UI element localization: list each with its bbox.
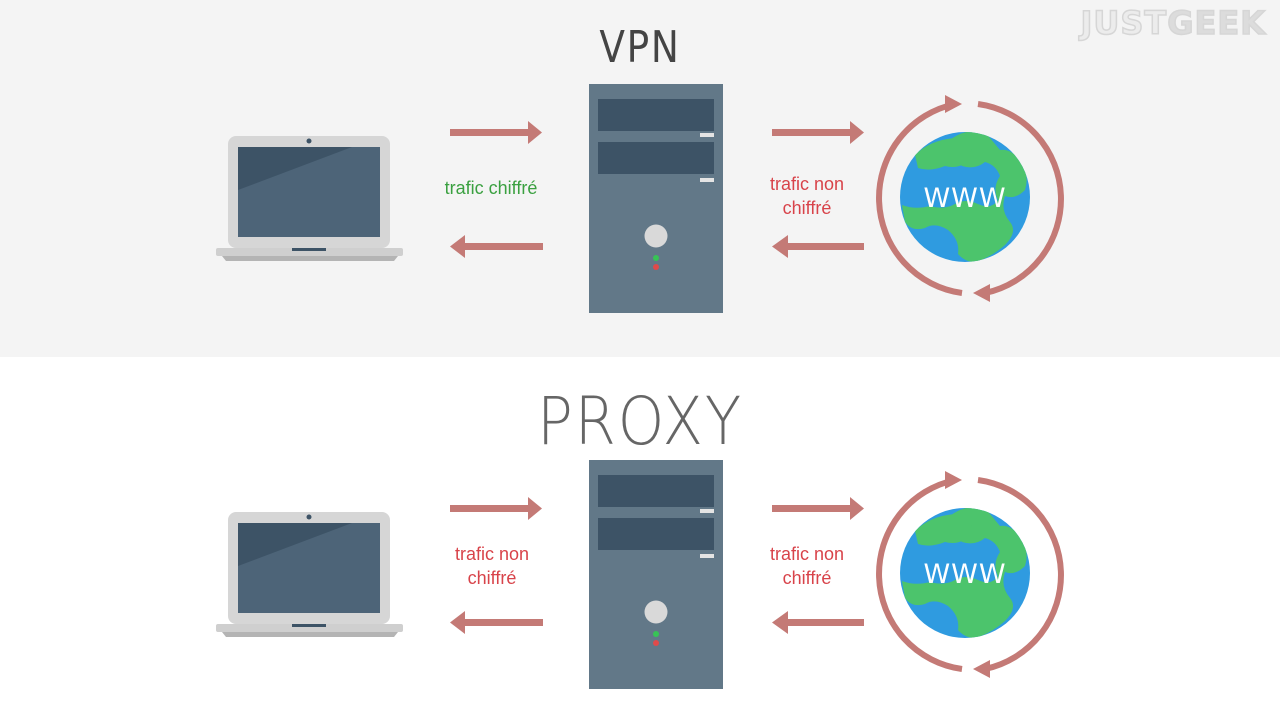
- proxy-left-label-line2: chiffré: [467, 568, 517, 588]
- vpn-arrows-left: [450, 121, 543, 258]
- vpn-globe-text: WWW: [923, 183, 1006, 214]
- watermark-part2: GEEK: [1166, 3, 1266, 43]
- proxy-title: PROXY: [536, 383, 744, 460]
- vpn-laptop-icon: [216, 136, 403, 261]
- proxy-left-unencrypted-label: trafic non chiffré: [431, 542, 553, 590]
- proxy-right-label-line1: trafic non: [769, 544, 845, 564]
- vpn-cycle-arrows-icon: [876, 101, 1064, 296]
- proxy-arrows-left: [450, 497, 543, 634]
- proxy-server-icon: [589, 460, 723, 689]
- proxy-globe-text: WWW: [923, 559, 1006, 590]
- proxy-left-label-line1: trafic non: [454, 544, 530, 564]
- proxy-right-unencrypted-label: trafic non chiffré: [746, 542, 868, 590]
- watermark-part1: JUST: [1080, 3, 1168, 43]
- proxy-cycle-arrows-icon: [876, 477, 1064, 672]
- vpn-title: VPN: [599, 22, 681, 73]
- vpn-unencrypted-label: trafic non chiffré: [746, 172, 868, 220]
- vpn-unencrypted-label-line2: chiffré: [782, 198, 832, 218]
- proxy-right-label-line2: chiffré: [782, 568, 832, 588]
- vpn-encrypted-label: trafic chiffré: [444, 178, 538, 198]
- proxy-laptop-icon: [216, 512, 403, 637]
- proxy-arrows-right: [772, 497, 864, 634]
- vpn-unencrypted-label-line1: trafic non: [769, 174, 845, 194]
- vpn-server-icon: [589, 84, 723, 313]
- vpn-arrows-right: [772, 121, 864, 258]
- watermark-logo: JUSTGEEK: [1080, 3, 1266, 43]
